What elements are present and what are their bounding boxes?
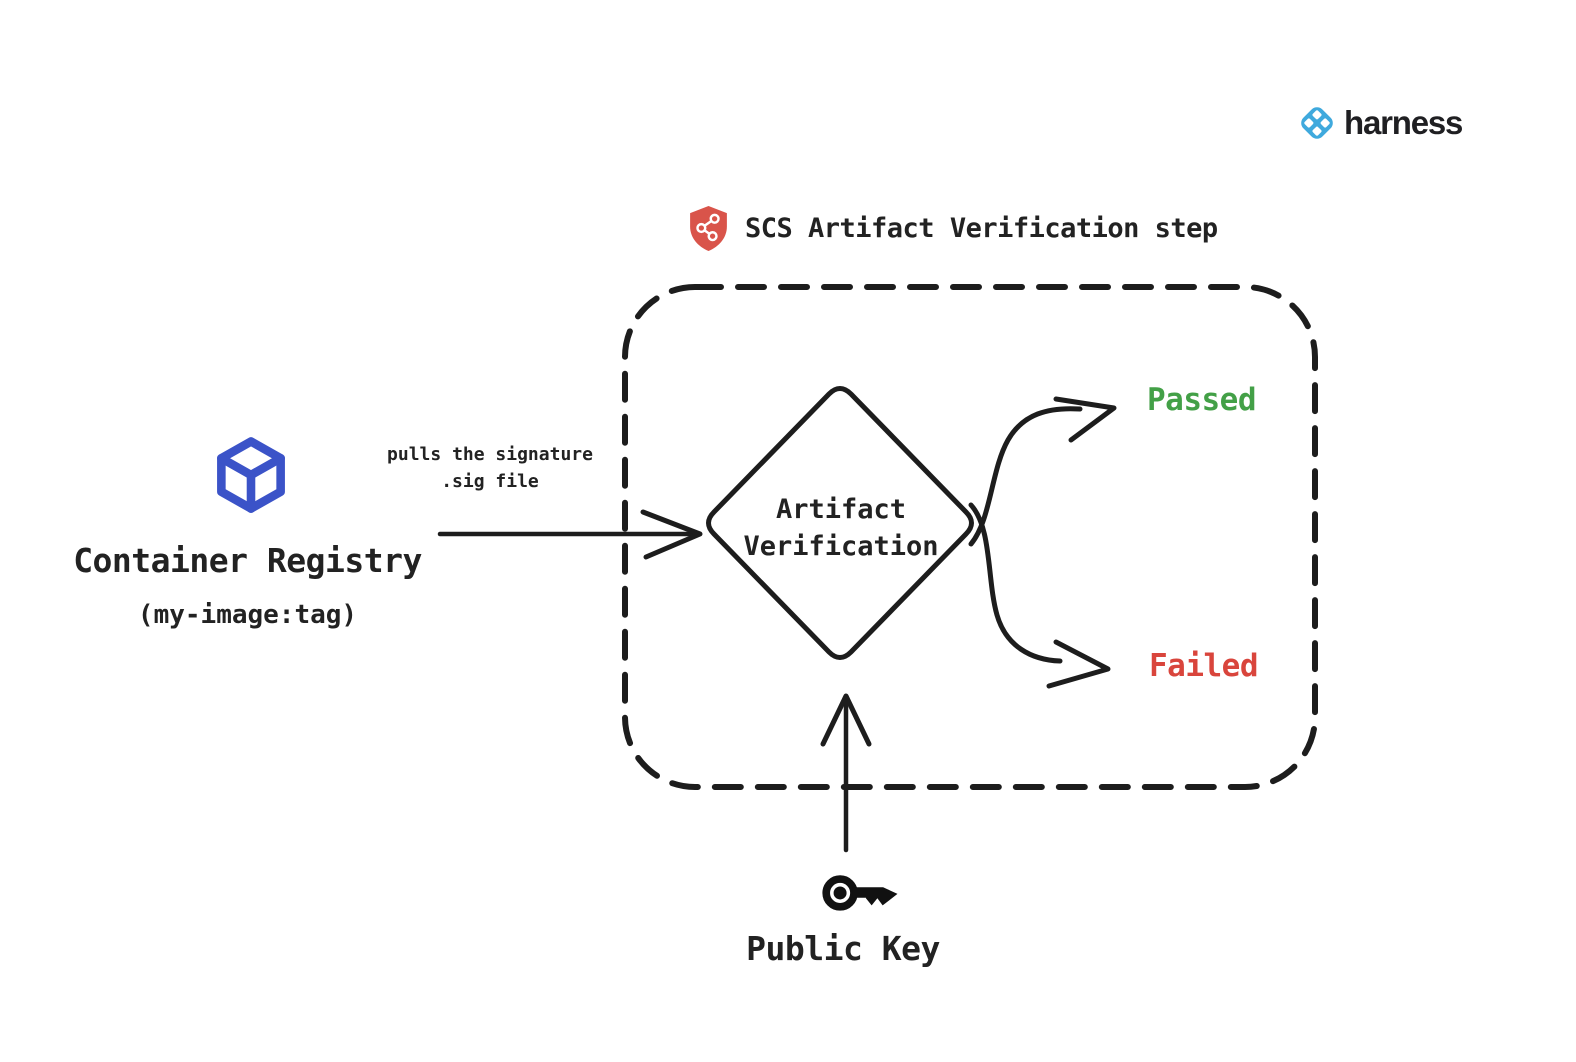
brand-logo: harness [1294,100,1463,146]
passed-arrowhead [1053,396,1117,443]
cube-icon [217,437,285,513]
step-title-label: SCS Artifact Verification step [745,213,1218,244]
shield-graph-icon [690,206,727,251]
verification-step-boundary [622,284,1318,790]
failed-curve [968,502,1063,664]
pull-arrowhead [640,509,703,560]
pull-edge-label: pulls the signature .sig file [355,441,625,495]
pull-edge-label-line1: pulls the signature [387,444,593,465]
passed-curve [968,406,1083,547]
key-icon [822,875,898,911]
registry-label: Container Registry [73,541,422,580]
harness-diamond-icon [1301,107,1333,139]
passed-label: Passed [1147,382,1256,418]
public-key-label: Public Key [746,929,940,968]
failed-label: Failed [1149,648,1258,684]
public-key-arrowhead [820,693,872,747]
registry-tag-label: (my-image:tag) [137,600,358,630]
step-title: SCS Artifact Verification step [688,205,1218,252]
decision-label-line1: Artifact [775,494,907,525]
decision-label: Artifact Verification [715,491,967,565]
pull-edge-label-line2: .sig file [441,471,539,492]
brand-wordmark: harness [1344,104,1463,141]
decision-diamond-shape [706,386,974,660]
decision-label-line2: Verification [743,531,939,562]
failed-arrowhead [1046,639,1111,689]
